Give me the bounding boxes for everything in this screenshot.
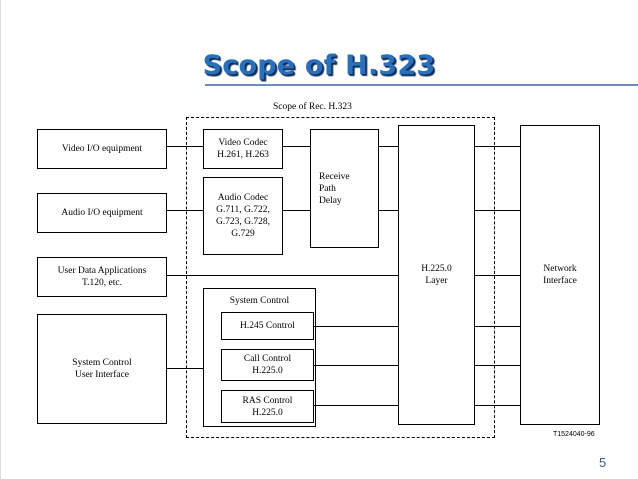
receive-path-delay-line-3: Delay bbox=[319, 195, 342, 206]
h245-control-label: H.245 Control bbox=[240, 321, 295, 331]
system-control-user-interface-box: System Control User Interface bbox=[37, 314, 167, 424]
h2250-layer-sublabel: Layer bbox=[425, 276, 448, 286]
connector-h2250-to-network-3 bbox=[475, 275, 520, 276]
video-io-label: Video I/O equipment bbox=[61, 144, 143, 154]
connector-ras-to-h2250 bbox=[314, 405, 398, 406]
call-control-label: Call Control bbox=[243, 354, 292, 364]
user-data-sublabel: T.120, etc. bbox=[82, 278, 122, 288]
user-data-label: User Data Applications bbox=[57, 266, 147, 276]
h2250-layer-label: H.225.0 bbox=[421, 264, 452, 274]
connector-h2250-to-network-1 bbox=[475, 146, 520, 147]
connector-h2250-to-network-6 bbox=[475, 405, 520, 406]
video-codec-box: Video Codec H.261, H.263 bbox=[203, 129, 283, 169]
system-control-ui-sublabel: User Interface bbox=[74, 370, 130, 380]
connector-ui-to-system-control bbox=[167, 368, 203, 369]
video-io-equipment-box: Video I/O equipment bbox=[37, 129, 167, 169]
figure-id: T1524040-96 bbox=[553, 431, 595, 438]
title-underline bbox=[205, 84, 638, 86]
slide-left-rule bbox=[0, 0, 1, 479]
connector-delay-audio-to-h2250 bbox=[379, 210, 398, 211]
connector-audio-codec-to-delay bbox=[283, 210, 310, 211]
call-control-box: Call Control H.225.0 bbox=[221, 349, 314, 381]
ras-control-box: RAS Control H.225.0 bbox=[221, 390, 314, 423]
ras-control-label: RAS Control bbox=[242, 395, 293, 406]
system-control-label: System Control bbox=[229, 296, 290, 306]
connector-h2250-to-network-4 bbox=[475, 326, 520, 327]
slide-title: Scope of H.323 bbox=[202, 50, 436, 81]
h245-control-box: H.245 Control bbox=[221, 312, 314, 340]
network-interface-label: Network bbox=[543, 264, 577, 274]
connector-video-codec-to-h2250 bbox=[283, 146, 310, 147]
receive-path-delay-line-1: Receive bbox=[319, 171, 350, 182]
audio-codec-box: Audio Codec G.711, G.722, G.723, G.728, … bbox=[203, 177, 283, 255]
receive-path-delay-line-2: Path bbox=[319, 183, 336, 194]
connector-h245-to-h2250 bbox=[314, 326, 398, 327]
network-interface-sublabel: Interface bbox=[543, 276, 577, 286]
video-codec-label: Video Codec bbox=[218, 138, 268, 148]
h2250-layer-box: H.225.0 Layer bbox=[398, 125, 475, 425]
system-control-ui-label: System Control bbox=[72, 358, 132, 368]
connector-video-io-to-codec bbox=[167, 146, 203, 147]
connector-delay-video-to-h2250 bbox=[379, 146, 398, 147]
call-control-standard: H.225.0 bbox=[252, 366, 283, 376]
user-data-applications-box: User Data Applications T.120, etc. bbox=[37, 257, 167, 297]
page-number: 5 bbox=[599, 455, 607, 470]
network-interface-box: Network Interface bbox=[520, 125, 600, 425]
connector-call-control-to-h2250 bbox=[314, 365, 398, 366]
ras-control-standard: H.225.0 bbox=[252, 407, 283, 418]
audio-codec-label: Audio Codec bbox=[217, 193, 269, 203]
scope-label: Scope of Rec. H.323 bbox=[273, 102, 352, 112]
connector-h2250-to-network-5 bbox=[475, 365, 520, 366]
video-codec-standards: H.261, H.263 bbox=[217, 150, 269, 160]
audio-codec-standards-1: G.711, G.722, bbox=[216, 205, 270, 215]
connector-h2250-to-network-2 bbox=[475, 210, 520, 211]
connector-audio-io-to-codec bbox=[167, 210, 203, 211]
audio-io-label: Audio I/O equipment bbox=[61, 208, 143, 218]
audio-io-equipment-box: Audio I/O equipment bbox=[37, 193, 167, 233]
audio-codec-standards-2: G.723, G.728, bbox=[215, 217, 271, 227]
receive-path-delay-box: Receive Path Delay bbox=[310, 129, 379, 248]
scope-boundary bbox=[186, 117, 495, 438]
audio-codec-standards-3: G.729 bbox=[231, 229, 255, 239]
connector-user-data-to-h2250 bbox=[167, 275, 398, 276]
